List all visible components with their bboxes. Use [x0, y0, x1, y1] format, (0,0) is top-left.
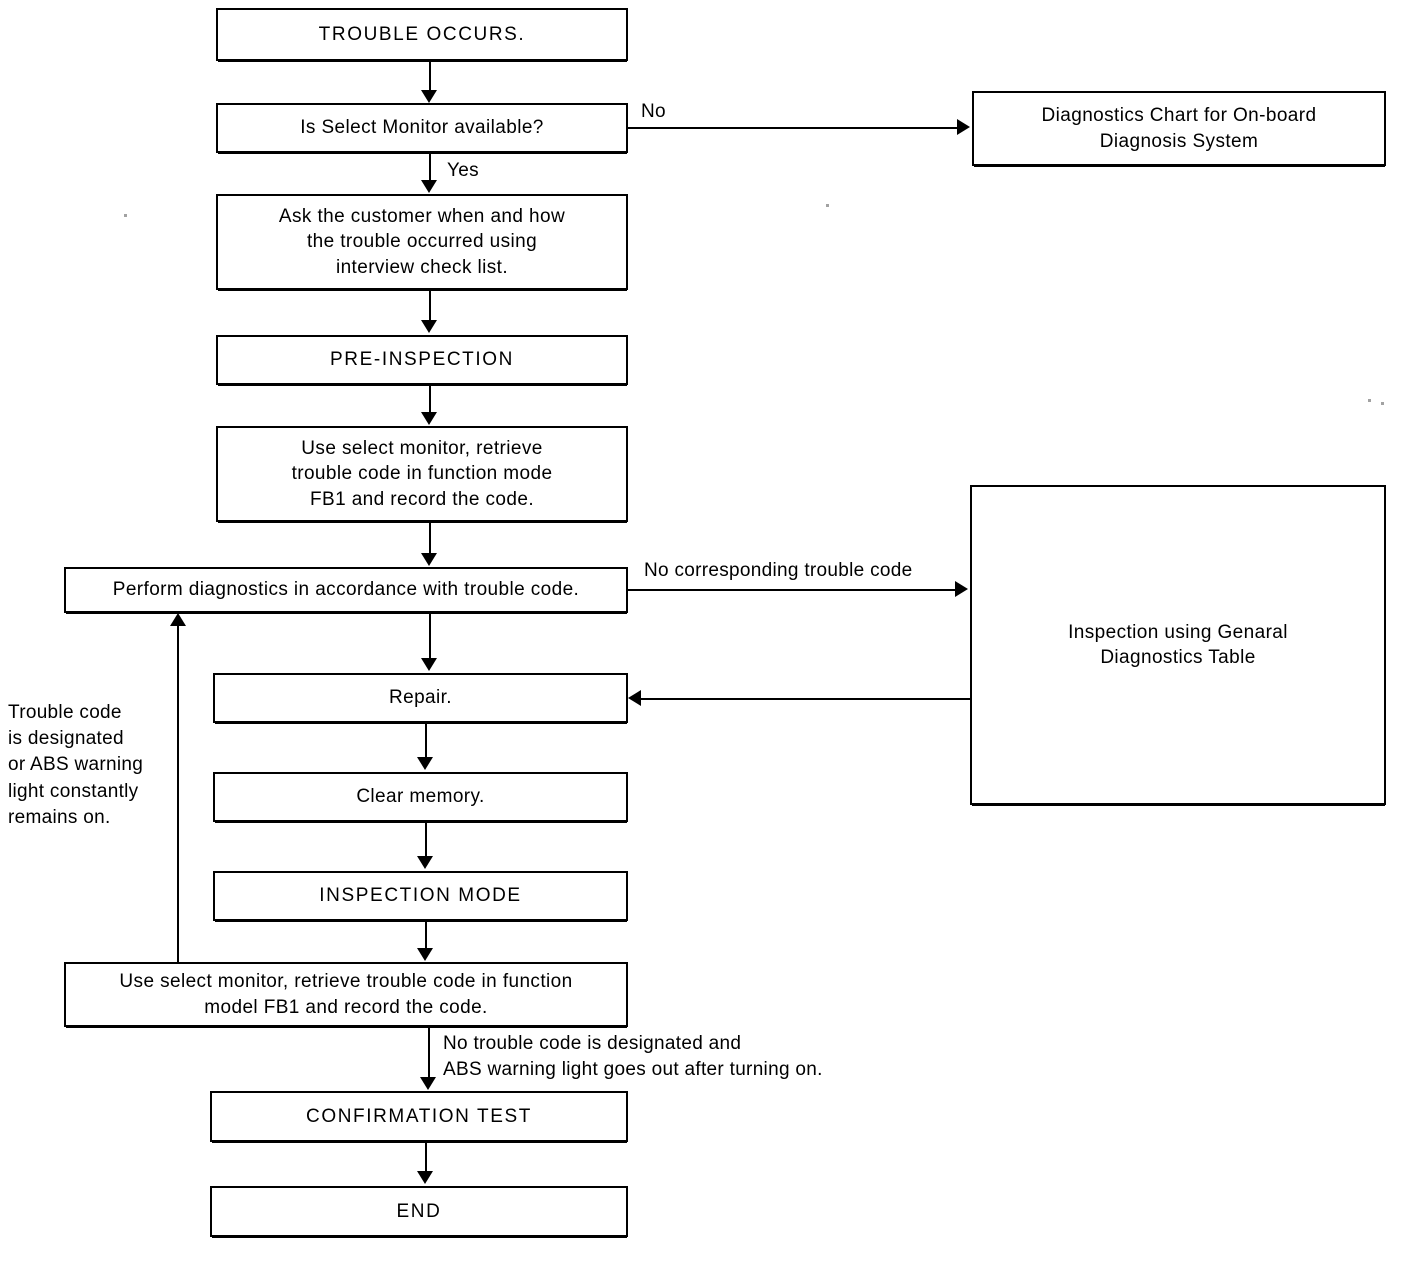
arrow-generaltable-to-repair: [628, 690, 641, 706]
node-trouble-occurs-label: TROUBLE OCCURS.: [318, 23, 526, 45]
connector-trouble-to-decision: [429, 61, 431, 94]
node-repair[interactable]: Repair.: [213, 673, 628, 724]
arrow-inspectionmode-to-usemonitor2: [417, 948, 433, 961]
node-general-diagnostics-table-line2: Diagnostics Table: [1100, 647, 1256, 668]
node-use-select-monitor-retrieve-2[interactable]: Use select monitor, retrieve trouble cod…: [64, 962, 628, 1028]
connector-no-branch: [628, 127, 962, 129]
node-general-diagnostics-table-line1: Inspection using Genaral: [1068, 621, 1288, 643]
connector-inspectionmode-to-usemonitor2: [425, 921, 427, 950]
connector-confirmation-to-end: [425, 1142, 427, 1173]
node-ask-customer-line3: interview check list.: [335, 256, 509, 278]
scan-speck: [1368, 399, 1371, 402]
connector-ask-to-preinspection: [429, 290, 431, 322]
scan-speck: [1381, 402, 1384, 405]
node-trouble-occurs[interactable]: TROUBLE OCCURS.: [216, 8, 628, 62]
edge-label-trouble-code-designated: Trouble code is designated or ABS warnin…: [8, 702, 144, 828]
connector-feedback-loop: [177, 625, 179, 963]
edge-label-no: No: [641, 101, 666, 122]
node-use-select-monitor-retrieve-line1: Use select monitor, retrieve: [301, 438, 543, 460]
edge-label-no-corresponding-trouble-code: No corresponding trouble code: [644, 560, 913, 581]
arrow-clearmemory-to-inspectionmode: [417, 856, 433, 869]
connector-repair-to-clearmemory: [425, 723, 427, 758]
node-pre-inspection[interactable]: PRE-INSPECTION: [216, 335, 628, 386]
arrow-perform-to-repair: [421, 658, 437, 671]
node-use-select-monitor-retrieve-line2: trouble code in function mode: [291, 463, 553, 485]
node-clear-memory[interactable]: Clear memory.: [213, 772, 628, 823]
arrow-yes-branch: [421, 180, 437, 193]
node-inspection-mode[interactable]: INSPECTION MODE: [213, 871, 628, 922]
scan-speck: [826, 204, 829, 207]
scan-speck: [124, 214, 127, 217]
node-general-diagnostics-table[interactable]: Inspection using Genaral Diagnostics Tab…: [970, 485, 1386, 806]
connector-usemonitor2-to-confirmation: [428, 1027, 430, 1079]
node-pre-inspection-label: PRE-INSPECTION: [330, 349, 514, 371]
node-use-select-monitor-retrieve[interactable]: Use select monitor, retrieve trouble cod…: [216, 426, 628, 523]
arrow-no-corresponding-code: [955, 581, 968, 597]
arrow-preinspection-to-usemonitor: [421, 412, 437, 425]
arrow-no-branch: [957, 119, 970, 135]
node-is-select-monitor-available-label: Is Select Monitor available?: [300, 117, 544, 139]
arrow-trouble-to-decision: [421, 90, 437, 103]
arrow-feedback-loop: [170, 613, 186, 626]
edge-label-yes: Yes: [447, 160, 479, 181]
node-inspection-mode-label: INSPECTION MODE: [319, 885, 522, 907]
node-onboard-diagnosis-chart[interactable]: Diagnostics Chart for On-board Diagnosis…: [972, 91, 1386, 167]
connector-yes-branch: [429, 153, 431, 183]
connector-preinspection-to-usemonitor: [429, 385, 431, 415]
arrow-confirmation-to-end: [417, 1171, 433, 1184]
edge-label-no-trouble-code-line2: ABS warning light goes out after turning…: [443, 1059, 823, 1080]
node-onboard-diagnosis-chart-line1: Diagnostics Chart for On-board: [1041, 105, 1317, 127]
node-use-select-monitor-retrieve-2-line2: model FB1 and record the code.: [204, 996, 488, 1018]
node-perform-diagnostics[interactable]: Perform diagnostics in accordance with t…: [64, 567, 628, 614]
arrow-ask-to-preinspection: [421, 320, 437, 333]
arrow-repair-to-clearmemory: [417, 757, 433, 770]
connector-clearmemory-to-inspectionmode: [425, 822, 427, 857]
node-end-label: END: [396, 1200, 442, 1222]
node-confirmation-test-label: CONFIRMATION TEST: [306, 1105, 532, 1127]
node-onboard-diagnosis-chart-line2: Diagnosis System: [1099, 130, 1259, 152]
connector-generaltable-to-repair: [640, 698, 972, 700]
node-ask-customer-line2: the trouble occurred using: [306, 231, 538, 253]
node-is-select-monitor-available[interactable]: Is Select Monitor available?: [216, 103, 628, 154]
arrow-usemonitor-to-perform: [421, 553, 437, 566]
node-repair-label: Repair.: [388, 687, 452, 709]
connector-no-corresponding-code: [628, 589, 960, 591]
node-clear-memory-label: Clear memory.: [356, 786, 485, 808]
node-use-select-monitor-retrieve-2-line1: Use select monitor, retrieve trouble cod…: [119, 971, 573, 993]
node-confirmation-test[interactable]: CONFIRMATION TEST: [210, 1091, 628, 1143]
edge-label-no-trouble-code-line1: No trouble code is designated and: [443, 1033, 742, 1054]
arrow-usemonitor2-to-confirmation: [420, 1077, 436, 1090]
node-end[interactable]: END: [210, 1186, 628, 1238]
node-ask-customer-line1: Ask the customer when and how: [278, 206, 566, 228]
node-perform-diagnostics-label: Perform diagnostics in accordance with t…: [112, 579, 580, 601]
connector-usemonitor-to-perform: [429, 522, 431, 558]
node-use-select-monitor-retrieve-line3: FB1 and record the code.: [309, 488, 534, 510]
node-ask-customer[interactable]: Ask the customer when and how the troubl…: [216, 194, 628, 291]
connector-perform-to-repair: [429, 613, 431, 660]
